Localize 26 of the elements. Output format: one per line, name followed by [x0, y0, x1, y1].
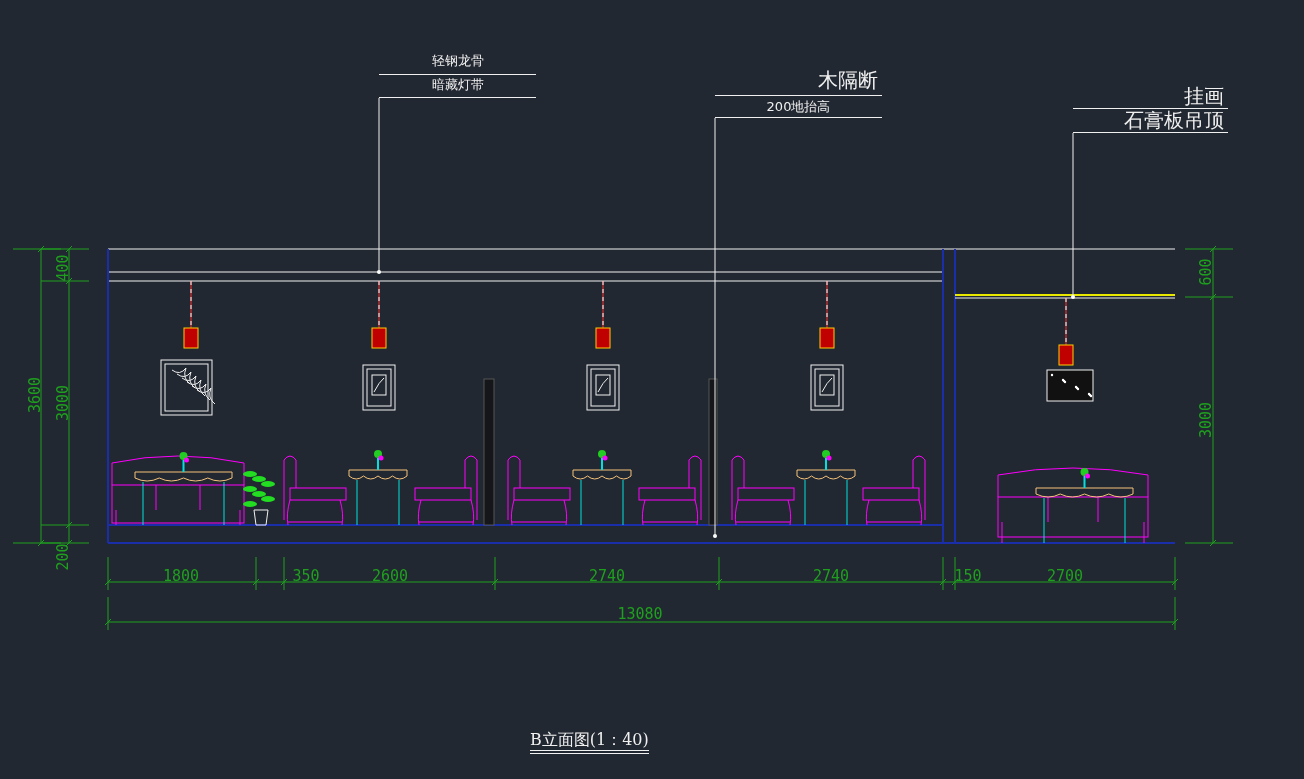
dimension-text: 3600 [27, 376, 43, 414]
leader-line [378, 97, 380, 273]
dimension-text: 2740 [588, 568, 626, 584]
dimension-text: 3000 [55, 384, 71, 422]
dimension-text: 13080 [617, 606, 663, 622]
leader-line [714, 117, 716, 537]
dimension-text: 2740 [812, 568, 850, 584]
callout-label: 石膏板吊顶 [1124, 110, 1224, 130]
drawing-title: B立面图(1：40) [530, 731, 649, 754]
dimension-text: 200 [55, 543, 71, 571]
dimension-text: 3000 [1198, 401, 1214, 439]
callout-label: 木隔断 [818, 70, 878, 90]
callout-label: 轻钢龙骨 [431, 54, 484, 67]
dimension-text: 150 [954, 568, 982, 584]
dimension-text: 2700 [1046, 568, 1084, 584]
callout-frame [715, 68, 882, 118]
callout-label: 200地抬高 [766, 100, 831, 113]
dimension-text: 1800 [162, 568, 200, 584]
dimension-text: 2600 [371, 568, 409, 584]
dimension-text: 400 [55, 254, 71, 282]
callout-label: 挂画 [1184, 86, 1224, 106]
callout-frame [1073, 85, 1228, 133]
dimension-text: 350 [292, 568, 320, 584]
callout-label: 暗藏灯带 [431, 78, 484, 91]
dimension-text: 600 [1198, 258, 1214, 286]
leader-line [1072, 132, 1074, 298]
